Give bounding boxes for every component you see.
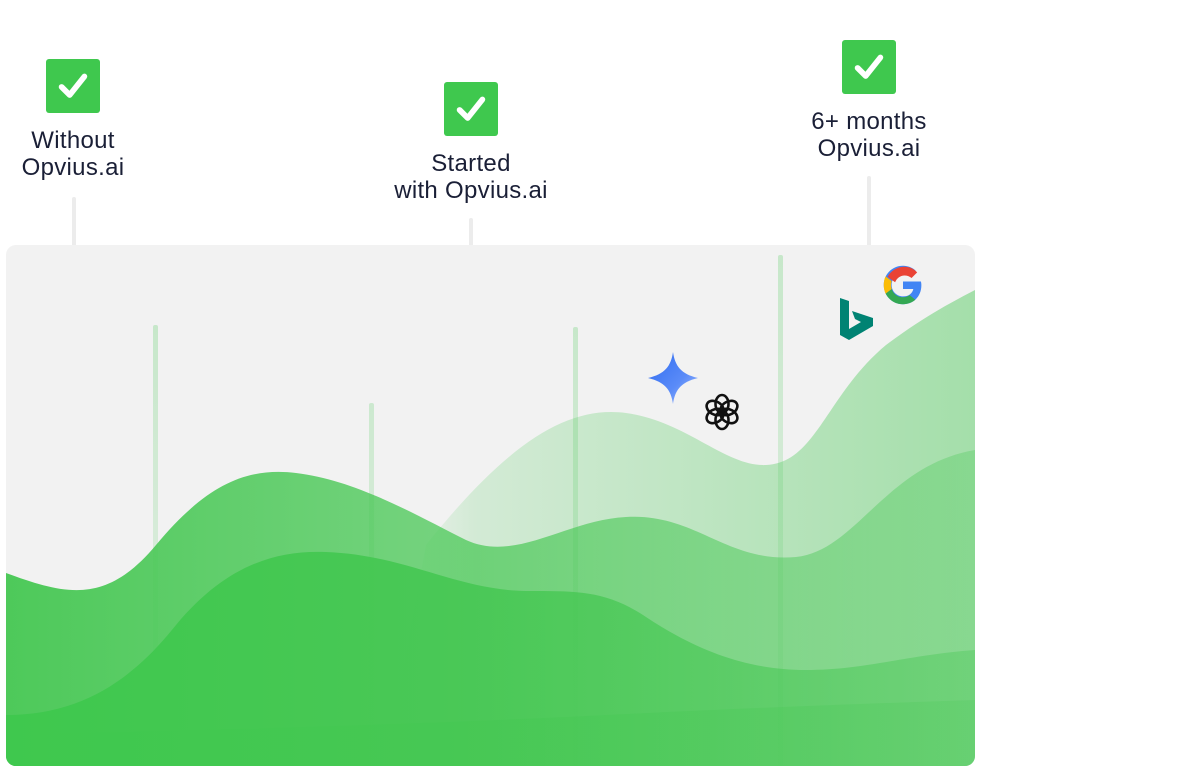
milestone-label: Started with Opvius.ai [394, 150, 548, 204]
chart-gridline [778, 255, 783, 766]
checkmark-icon [46, 59, 100, 113]
milestone-label: Without Opvius.ai [21, 127, 125, 181]
checkmark-icon [842, 40, 896, 94]
chart-gridline [369, 403, 374, 766]
gemini-icon [648, 352, 698, 404]
growth-panel [6, 245, 975, 766]
milestone-without: Without Opvius.ai [13, 59, 133, 181]
checkmark-icon [444, 82, 498, 136]
bing-icon [840, 298, 873, 340]
chart-gridline [573, 327, 578, 766]
growth-waves [6, 290, 975, 766]
google-icon [883, 265, 922, 305]
chatgpt-icon [705, 393, 739, 431]
milestone-6-months: 6+ months Opvius.ai [789, 40, 949, 162]
connector-line [72, 197, 76, 247]
connector-line [469, 218, 473, 247]
wave-bottom [6, 700, 975, 766]
chart-gridline [153, 325, 158, 766]
milestone-started: Started with Opvius.ai [381, 82, 561, 204]
milestone-label: 6+ months Opvius.ai [811, 108, 927, 162]
connector-line [867, 176, 871, 247]
